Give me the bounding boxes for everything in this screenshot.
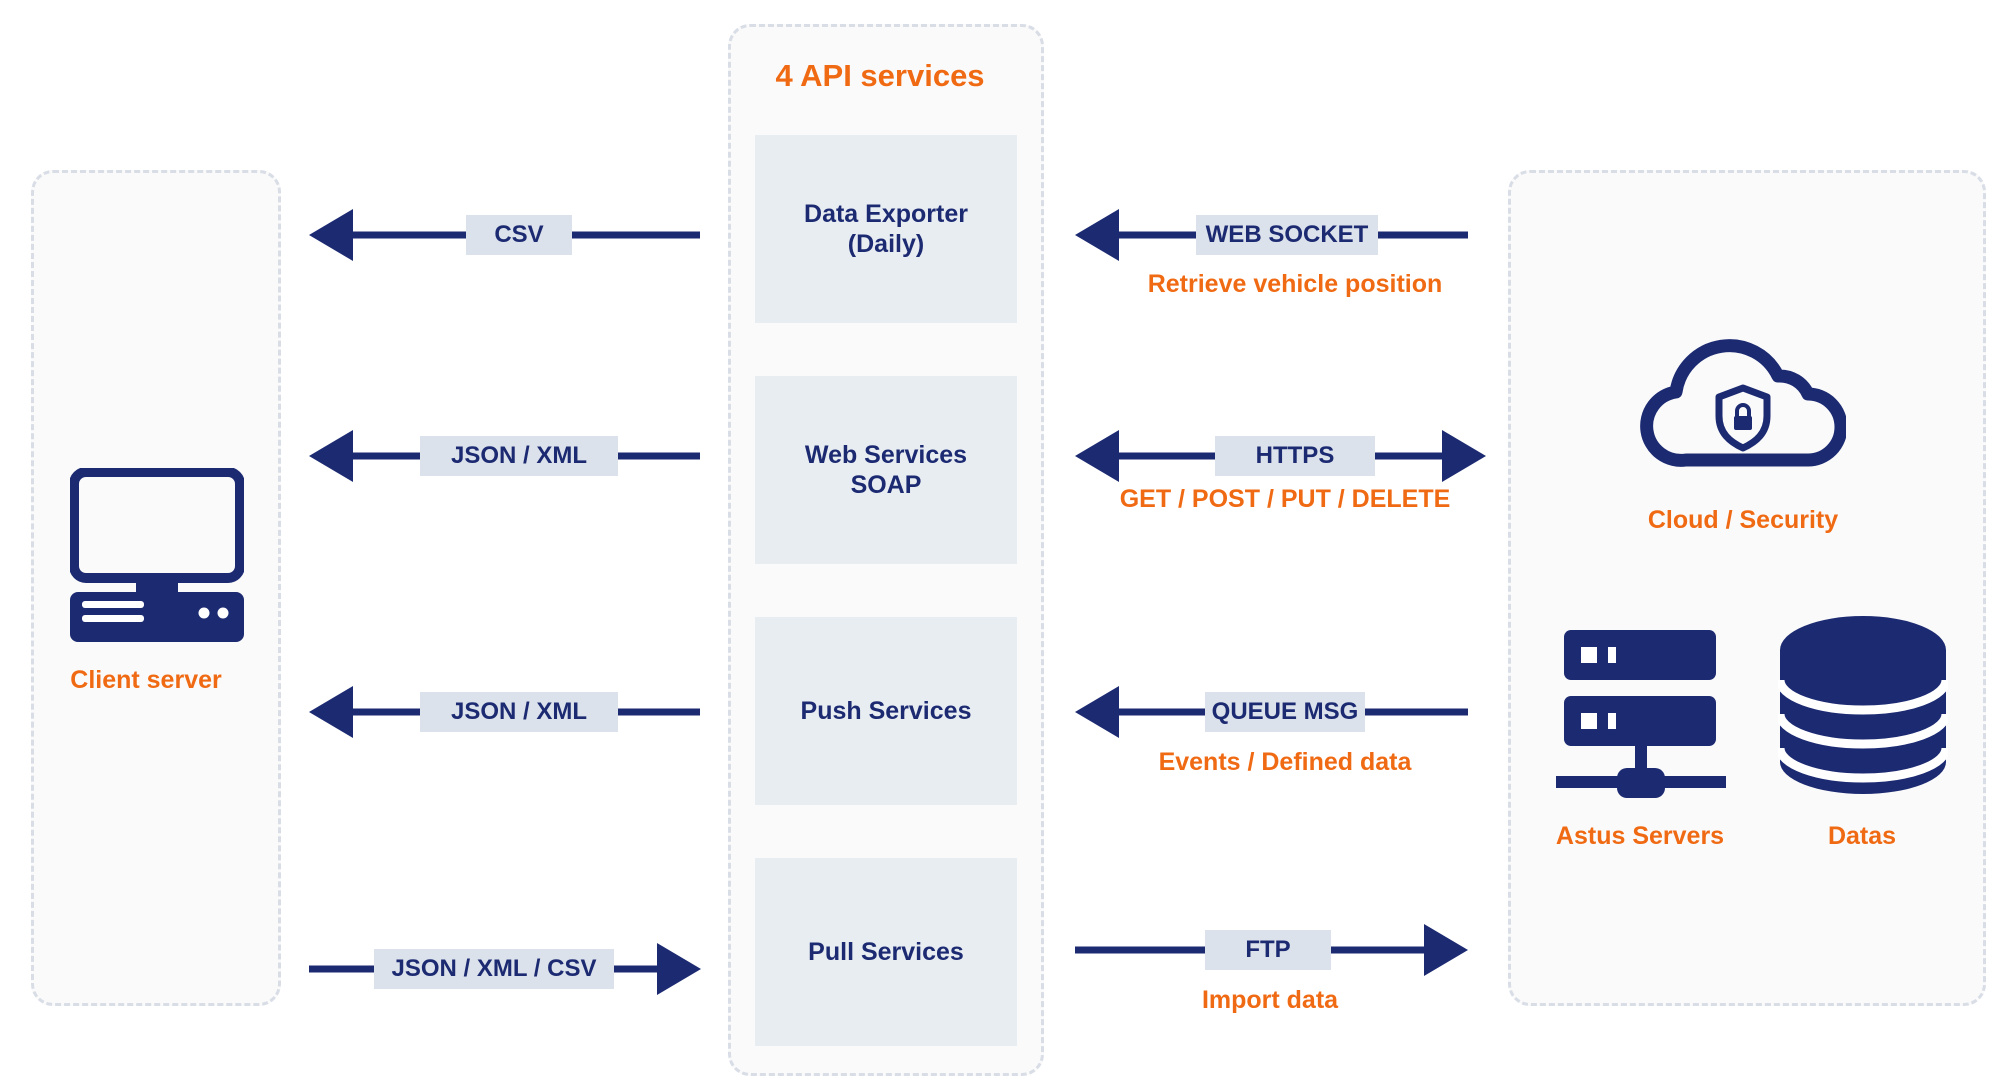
arrow-head-queue (1075, 686, 1119, 738)
flow-caption-websocket: Retrieve vehicle position (1147, 270, 1443, 298)
api-services-title: 4 API services (775, 58, 985, 93)
datas-caption: Datas (1827, 822, 1897, 850)
flow-caption-queue: Events / Defined data (1158, 748, 1412, 776)
cloud-panel (1508, 170, 1986, 1006)
server-rack-icon (1556, 630, 1726, 798)
service-pull-services: Pull Services (755, 858, 1017, 1046)
flow-label-json-xml-csv: JSON / XML / CSV (374, 949, 614, 989)
computer-icon (70, 468, 244, 642)
arrow-head-websocket (1075, 209, 1119, 261)
flow-label-https: HTTPS (1215, 436, 1375, 476)
cloud-shield-icon (1640, 339, 1846, 467)
database-icon (1778, 616, 1948, 794)
flow-label-json-xml-1: JSON / XML (420, 436, 618, 476)
arrow-head-json-xml-csv (657, 943, 701, 995)
flow-label-queue: QUEUE MSG (1205, 692, 1365, 732)
flow-caption-ftp: Import data (1201, 986, 1339, 1014)
arrow-head-https-right (1442, 430, 1486, 482)
flow-label-json-xml-2: JSON / XML (420, 692, 618, 732)
arrow-head-json-xml-2 (309, 686, 353, 738)
arrow-head-csv (309, 209, 353, 261)
flow-label-csv: CSV (466, 215, 572, 255)
arrow-head-ftp (1424, 924, 1468, 976)
arrow-head-https-left (1075, 430, 1119, 482)
flow-label-websocket: WEB SOCKET (1196, 215, 1378, 255)
arrow-head-json-xml-1 (309, 430, 353, 482)
client-server-caption: Client server (70, 666, 222, 694)
flow-caption-https: GET / POST / PUT / DELETE (1119, 485, 1451, 513)
service-data-exporter: Data Exporter (Daily) (755, 135, 1017, 323)
cloud-security-caption: Cloud / Security (1647, 506, 1839, 534)
service-web-services-soap: Web Services SOAP (755, 376, 1017, 564)
astus-servers-caption: Astus Servers (1555, 822, 1725, 850)
service-push-services: Push Services (755, 617, 1017, 805)
flow-label-ftp: FTP (1205, 930, 1331, 970)
